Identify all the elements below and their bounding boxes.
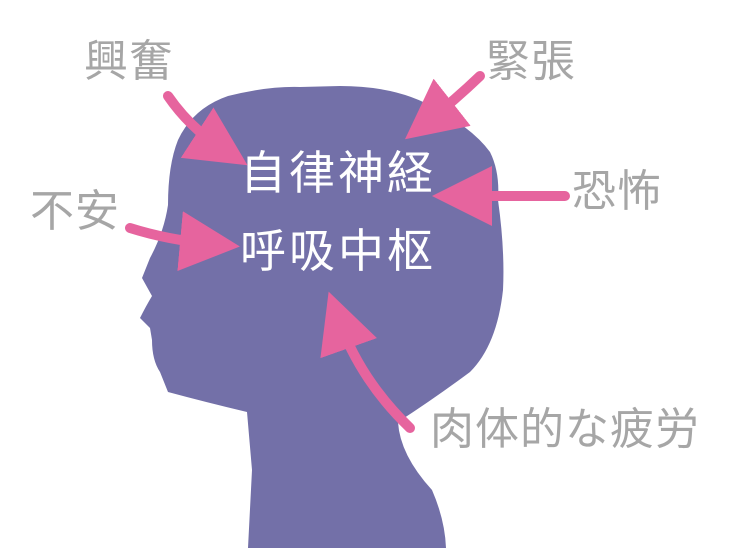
label-anxiety: 不安: [30, 186, 120, 237]
center-label-respiratory-center: 呼吸中枢: [240, 224, 436, 278]
label-fear: 恐怖: [572, 166, 662, 217]
label-excitement: 興奮: [84, 36, 174, 87]
label-tension: 緊張: [486, 36, 576, 87]
label-fatigue: 肉体的な疲労: [430, 404, 700, 455]
arrow-tension: [404, 71, 485, 140]
arrow-fatigue: [320, 291, 415, 433]
arrow-anxiety: [125, 211, 240, 271]
center-label-autonomic-nerves: 自律神経: [240, 146, 436, 200]
arrow-excitement: [163, 91, 248, 166]
